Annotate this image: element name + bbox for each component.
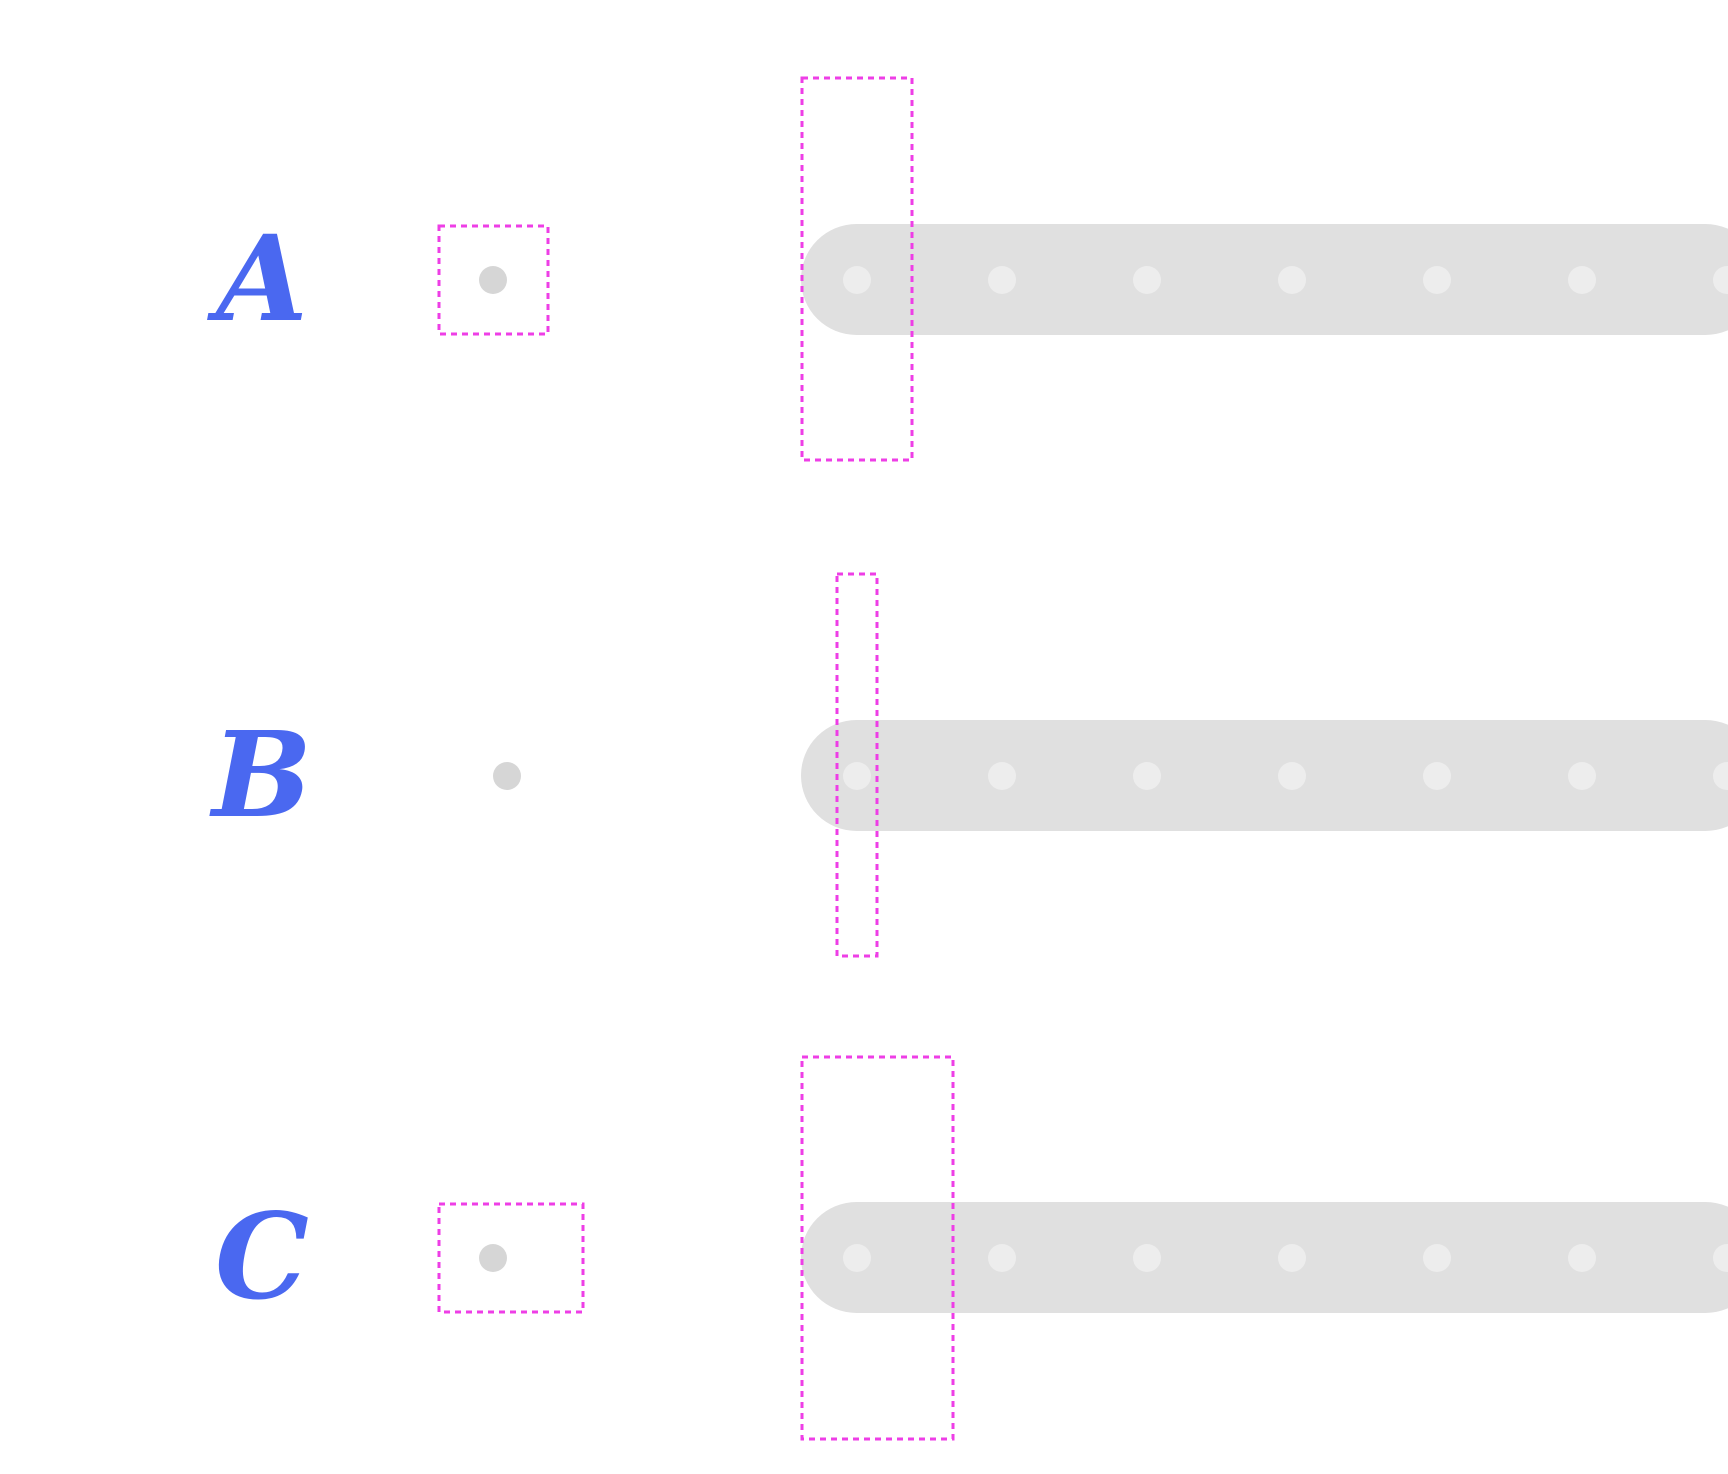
track-dots	[843, 762, 1728, 790]
track-dot	[1568, 762, 1596, 790]
track-dot	[1713, 266, 1728, 294]
track-dot	[1713, 1244, 1728, 1272]
track-dot	[1423, 266, 1451, 294]
track-dot	[1568, 1244, 1596, 1272]
track-dot	[1278, 266, 1306, 294]
track-dot	[1423, 762, 1451, 790]
track-dot	[1133, 762, 1161, 790]
track-dot	[1278, 762, 1306, 790]
track-dot	[988, 266, 1016, 294]
highlight-box-track-start	[800, 1055, 955, 1441]
row-label-c: C	[215, 1187, 309, 1326]
track-dot	[1278, 1244, 1306, 1272]
track-dots	[843, 1244, 1728, 1272]
track-dot	[1133, 266, 1161, 294]
highlight-box-dot	[437, 224, 550, 336]
track-dot	[843, 1244, 871, 1272]
track-dot	[1713, 762, 1728, 790]
track-dot	[988, 1244, 1016, 1272]
track-dot	[1423, 1244, 1451, 1272]
row-c	[437, 1055, 1728, 1441]
slider-track	[801, 1202, 1728, 1313]
row-a	[437, 76, 1728, 462]
row-label-a: A	[216, 209, 308, 348]
standalone-dot	[479, 266, 507, 294]
track-dot	[1568, 266, 1596, 294]
row-b	[493, 572, 1728, 958]
highlight-box-dot	[437, 1202, 585, 1314]
highlight-box-track-start	[835, 572, 879, 958]
track-dots	[843, 266, 1728, 294]
row-label-b: B	[212, 705, 312, 844]
track-dot	[1133, 1244, 1161, 1272]
highlight-box-track-start	[800, 76, 914, 462]
standalone-dot	[493, 762, 521, 790]
track-dot	[988, 762, 1016, 790]
slider-track	[801, 720, 1728, 831]
standalone-dot	[479, 1244, 507, 1272]
track-dot	[843, 266, 871, 294]
track-dot	[843, 762, 871, 790]
slider-track	[801, 224, 1728, 335]
